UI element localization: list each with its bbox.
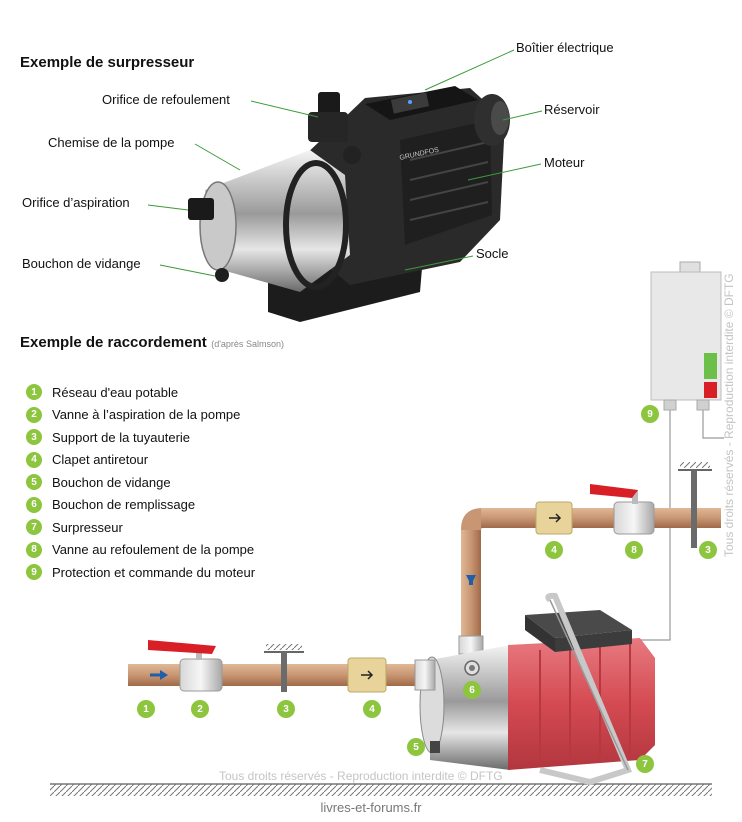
pipe-support-right	[678, 462, 712, 548]
legend: 1 Réseau d'eau potable 2 Vanne à l’aspirat…	[26, 381, 255, 584]
badge-suction-valve: 2	[191, 700, 209, 718]
badge-motor-control: 9	[641, 405, 659, 423]
badge-drain-plug: 5	[407, 738, 425, 756]
legend-item: 3 Support de la tuyauterie	[26, 426, 255, 449]
legend-text: Bouchon de remplissage	[52, 497, 196, 513]
pipe-support-left	[264, 644, 304, 692]
label-electrical-box: Boîtier électrique	[516, 40, 614, 55]
watermark-horizontal: Tous droits réservés - Reproduction inte…	[219, 769, 503, 783]
legend-text: Vanne au refoulement de la pompe	[52, 542, 255, 558]
label-suction-port: Orifice d’aspiration	[22, 195, 130, 210]
legend-number: 5	[26, 474, 42, 491]
heading-connection-row: Exemple de raccordement (d'après Salmson…	[20, 334, 284, 352]
badge-filling-plug: 6	[463, 681, 481, 699]
legend-item: 8 Vanne au refoulement de la pompe	[26, 539, 255, 562]
badge-booster: 7	[636, 755, 654, 773]
booster-pump-photo: GRUNDFOS	[188, 86, 510, 322]
legend-text: Protection et commande du moteur	[52, 564, 256, 580]
legend-text: Bouchon de vidange	[52, 474, 171, 490]
badge-discharge-valve: 8	[625, 541, 643, 559]
legend-text: Surpresseur	[52, 519, 123, 535]
label-pump-jacket: Chemise de la pompe	[48, 135, 175, 150]
legend-item: 1 Réseau d'eau potable	[26, 381, 255, 404]
legend-number: 2	[26, 406, 42, 423]
label-motor: Moteur	[544, 155, 585, 170]
legend-item: 7 Surpresseur	[26, 516, 255, 539]
source-note: (d'après Salmson)	[211, 339, 284, 349]
valve-discharge	[590, 484, 655, 535]
legend-number: 1	[26, 384, 42, 401]
ground	[50, 783, 712, 796]
label-base: Socle	[476, 246, 509, 261]
legend-number: 3	[26, 429, 42, 446]
heading-booster-example: Exemple de surpresseur	[20, 54, 195, 71]
legend-item: 4 Clapet antiretour	[26, 449, 255, 472]
check-valve-upper	[535, 501, 573, 535]
badge-check-valve-upper: 4	[545, 541, 563, 559]
valve-suction	[148, 640, 223, 692]
legend-text: Vanne à l’aspiration de la pompe	[52, 407, 241, 423]
label-discharge-port: Orifice de refoulement	[102, 92, 230, 107]
legend-item: 9 Protection et commande du moteur	[26, 561, 255, 584]
badge-support-right: 3	[699, 541, 717, 559]
legend-number: 4	[26, 451, 42, 468]
legend-number: 8	[26, 541, 42, 558]
check-valve-lower	[347, 657, 387, 693]
leader-lines	[147, 49, 543, 277]
label-reservoir: Réservoir	[544, 102, 600, 117]
legend-number: 6	[26, 496, 42, 513]
footer-site: livres-et-forums.fr	[320, 800, 422, 815]
badge-network: 1	[137, 700, 155, 718]
legend-item: 6 Bouchon de remplissage	[26, 494, 255, 517]
control-box	[632, 261, 724, 641]
badge-check-valve-lower: 4	[363, 700, 381, 718]
legend-text: Clapet antiretour	[52, 452, 149, 468]
legend-number: 9	[26, 564, 42, 581]
legend-text: Support de la tuyauterie	[52, 429, 191, 445]
legend-text: Réseau d'eau potable	[52, 384, 179, 400]
legend-number: 7	[26, 519, 42, 536]
legend-item: 5 Bouchon de vidange	[26, 471, 255, 494]
booster-pump-diagram	[414, 592, 655, 786]
legend-item: 2 Vanne à l’aspiration de la pompe	[26, 404, 255, 427]
label-drain-plug: Bouchon de vidange	[22, 256, 141, 271]
badge-support-left: 3	[277, 700, 295, 718]
heading-connection-example: Exemple de raccordement	[20, 334, 207, 351]
watermark-vertical: Tous droits réservés - Reproduction inte…	[722, 273, 736, 557]
